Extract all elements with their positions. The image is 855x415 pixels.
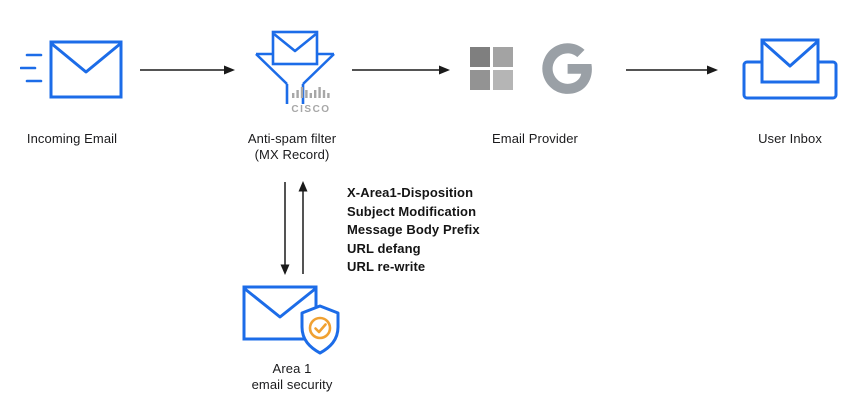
microsoft-logo-icon bbox=[470, 47, 513, 90]
cisco-logo-text: CISCO bbox=[291, 104, 330, 115]
annotation-line: X-Area1-Disposition bbox=[347, 185, 474, 200]
modification-annotations: X-Area1-Disposition Subject Modification… bbox=[347, 184, 480, 277]
shield-check-icon bbox=[300, 304, 340, 355]
speed-lines bbox=[20, 53, 43, 83]
annotation-line: Subject Modification bbox=[347, 203, 477, 219]
incoming-email-icon bbox=[20, 40, 123, 99]
area1-email-security-icon bbox=[242, 285, 340, 355]
anti-spam-filter-label-line2: (MX Record) bbox=[254, 147, 330, 162]
envelope-shape bbox=[760, 38, 820, 84]
anti-spam-filter-label-line1: Anti-spam filter bbox=[247, 131, 337, 146]
cisco-bridge-bars bbox=[292, 87, 330, 98]
arrow-antispam-to-area1-down bbox=[280, 182, 290, 275]
annotation-line: URL re-write bbox=[347, 259, 426, 275]
annotation-line: Message Body Prefix bbox=[347, 222, 480, 238]
email-provider-label: Email Provider bbox=[492, 131, 578, 146]
area1-label-line2: email security bbox=[251, 377, 333, 392]
arrow-provider-to-inbox bbox=[626, 65, 718, 75]
incoming-email-label: Incoming Email bbox=[26, 131, 118, 146]
email-provider-icon bbox=[470, 43, 592, 94]
arrow-area1-to-antispam-up bbox=[298, 181, 308, 274]
user-inbox-label: User Inbox bbox=[758, 131, 822, 146]
anti-spam-filter-icon: CISCO bbox=[255, 30, 335, 115]
bidirectional-arrows bbox=[280, 181, 308, 275]
arrow-antispam-to-provider bbox=[352, 65, 450, 75]
google-g-icon bbox=[542, 43, 592, 94]
envelope-shape bbox=[49, 40, 123, 99]
annotation-line: URL defang bbox=[347, 240, 421, 256]
area1-label-line1: Area 1 bbox=[272, 361, 312, 376]
envelope-shape bbox=[271, 30, 319, 66]
arrow-incoming-to-antispam bbox=[140, 65, 235, 75]
cisco-logo: CISCO bbox=[291, 87, 330, 115]
user-inbox-icon bbox=[742, 38, 838, 100]
